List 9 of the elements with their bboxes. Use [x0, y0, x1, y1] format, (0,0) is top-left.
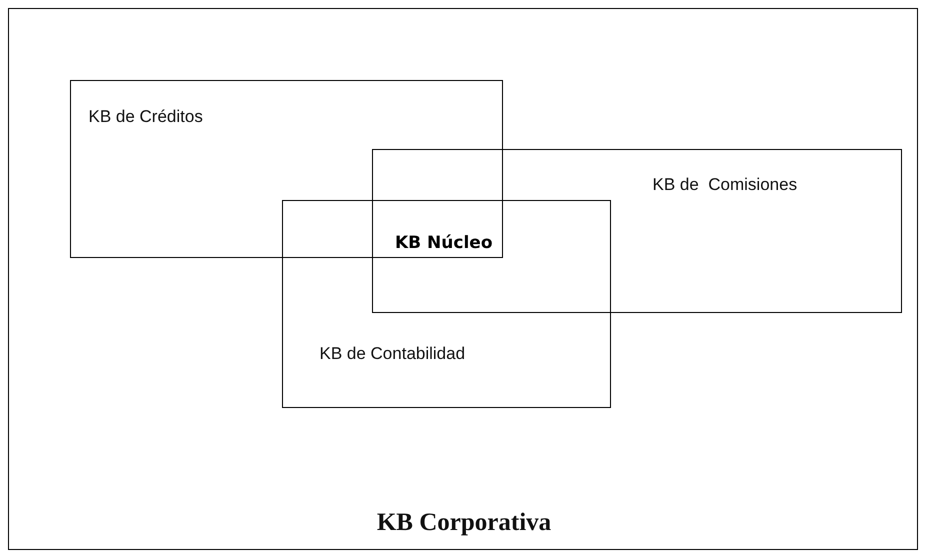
region-label: KB de Créditos [88, 106, 203, 126]
diagram-heading: KB Corporativa [376, 509, 552, 537]
region-label: KB de Contabilidad [320, 344, 466, 364]
region-box [70, 80, 502, 258]
overlap-label: KB Núcleo [395, 233, 492, 253]
region-label: KB de Comisiones [652, 174, 798, 194]
region-box [372, 148, 902, 312]
outer-frame [8, 8, 918, 550]
region-box [282, 200, 610, 408]
